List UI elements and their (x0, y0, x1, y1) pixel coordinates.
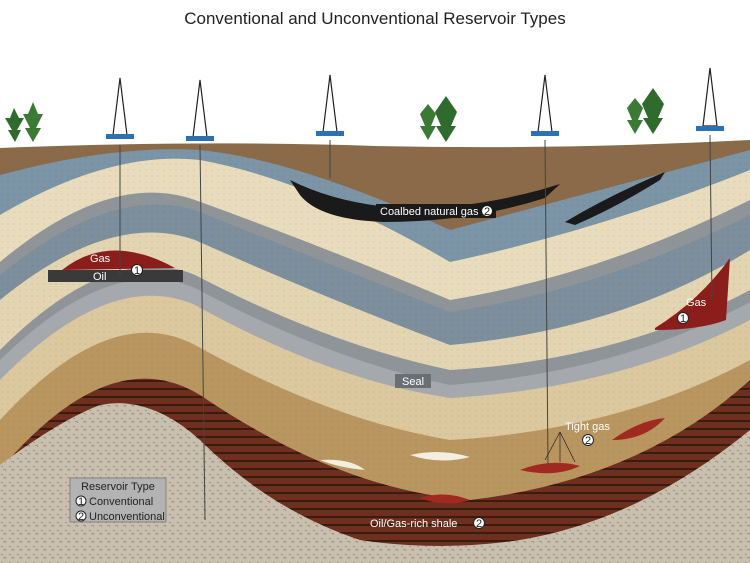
legend-item-num: 2 (78, 511, 84, 523)
shale-label: Oil/Gas-rich shale (370, 518, 457, 530)
derrick-icon (106, 77, 134, 139)
marker-unconventional: 2 (585, 435, 591, 447)
coalbed-seam-right (565, 172, 665, 225)
gas-left-label: Gas (90, 253, 111, 265)
derrick-icon (316, 74, 344, 136)
gas-trap-left (62, 250, 175, 270)
legend-item-num: 1 (78, 496, 84, 508)
tight-gas-lens (410, 451, 470, 461)
oil-trap-left (48, 270, 183, 282)
tight-gas-lens (612, 418, 665, 440)
tight-gas-label: Tight gas (565, 421, 610, 433)
tight-gas-lens (520, 462, 580, 474)
derrick-icon (186, 79, 214, 141)
legend-item-label: Unconventional (89, 511, 165, 523)
legend-title: Reservoir Type (81, 481, 155, 493)
diagram-title: Conventional and Unconventional Reservoi… (184, 9, 566, 28)
marker-unconventional: 2 (484, 206, 490, 218)
marker-unconventional: 2 (476, 518, 482, 530)
gas-trap-right (655, 258, 730, 330)
tree-icon (420, 96, 457, 142)
tree-icon (627, 88, 664, 134)
legend: Reservoir Type 1 Conventional 2 Unconven… (69, 477, 167, 523)
oil-left-label: Oil (93, 271, 106, 283)
marker-conventional: 1 (680, 313, 686, 325)
tree-icon (5, 102, 43, 142)
marker-conventional: 1 (134, 265, 140, 277)
derrick-icon (696, 67, 724, 131)
tight-gas-lens (320, 459, 365, 470)
gas-right-label: Gas (686, 297, 707, 309)
seal-label: Seal (402, 376, 424, 388)
tight-gas-lens (420, 494, 470, 504)
legend-item-label: Conventional (89, 496, 153, 508)
coalbed-label: Coalbed natural gas (380, 206, 479, 218)
derrick-icon (531, 74, 559, 136)
basement-layer (0, 403, 750, 563)
